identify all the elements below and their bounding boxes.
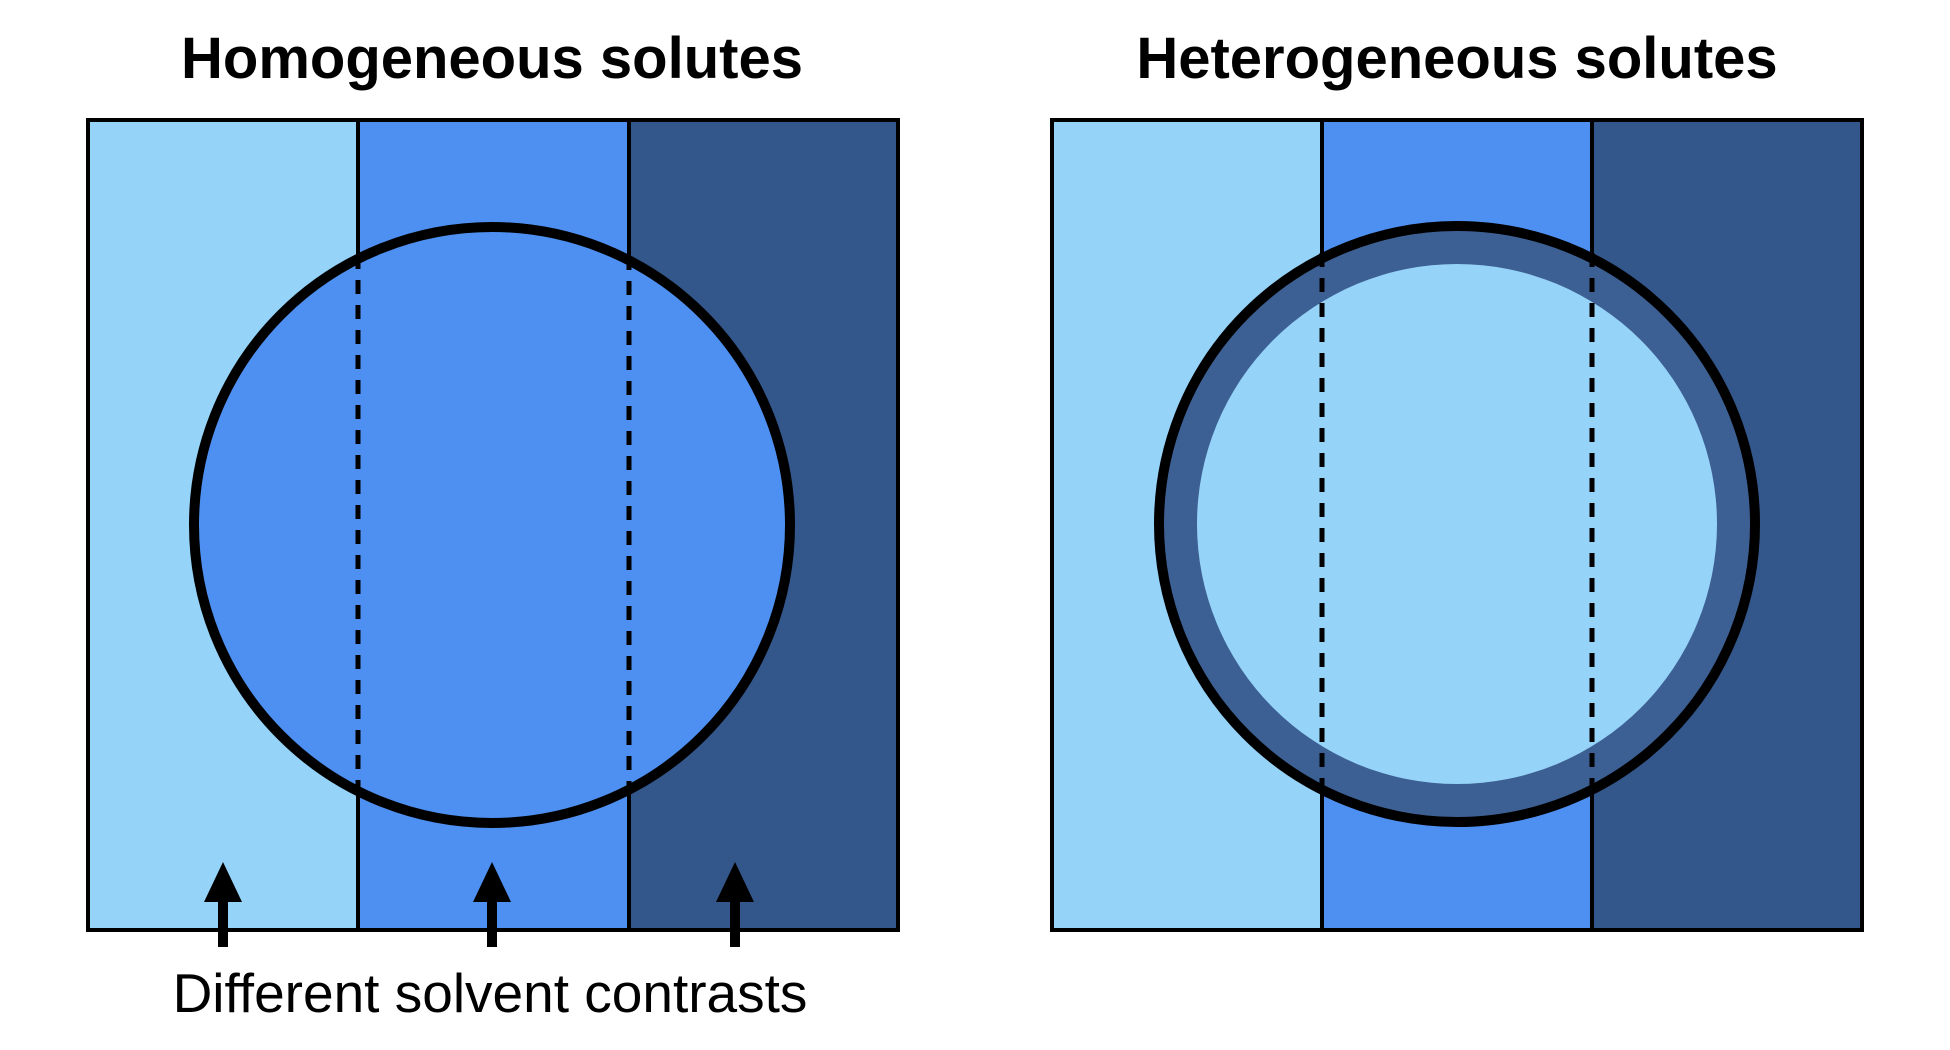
homogeneous-solute-circle [189,222,795,828]
up-arrow-icon [473,862,511,947]
left-panel-title: Homogeneous solutes [181,26,803,91]
up-arrow-icon [716,862,754,947]
up-arrow-icon [204,862,242,947]
left-panel-homogeneous: Homogeneous solutes Different solvent co… [86,26,900,1024]
right-panel-title: Heterogeneous solutes [1136,26,1777,91]
solvent-contrast-caption: Different solvent contrasts [173,962,808,1024]
right-panel-heterogeneous: Heterogeneous solutes [1050,26,1864,932]
heterogeneous-solute-core-circle [1197,264,1717,784]
